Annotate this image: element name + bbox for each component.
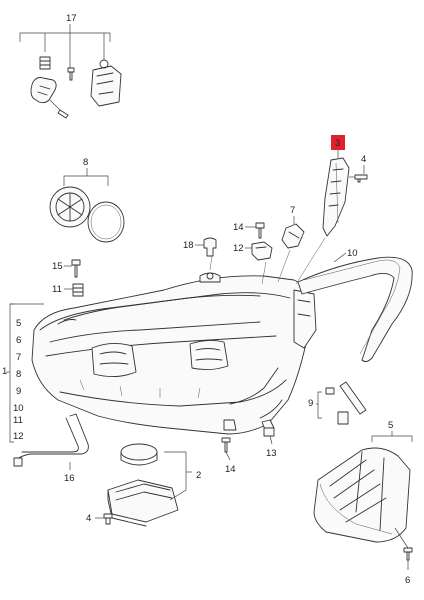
cable-16 [15, 413, 89, 461]
group-17-fasteners: 17 [19, 13, 122, 119]
group-8-cap: 8 [49, 157, 125, 243]
clip-9c [337, 411, 349, 425]
projector-lens-right [189, 339, 229, 371]
nut-12 [251, 241, 273, 261]
callout-8-left: 8 [16, 369, 21, 380]
callout-9-left: 9 [16, 386, 21, 397]
mount-tab-lower [223, 419, 237, 431]
callout-5-right: 5 [388, 420, 393, 431]
led-module-5 [313, 447, 411, 543]
callout-8: 8 [83, 157, 88, 168]
gasket-2 [120, 443, 158, 461]
part-16-cable: 16 [13, 413, 89, 484]
parts-15-11: 15 11 [52, 259, 84, 297]
callout-3-highlight [331, 135, 345, 150]
screw-small [57, 109, 69, 119]
callout-10-left: 10 [13, 403, 24, 414]
callout-2: 2 [196, 470, 201, 481]
callout-9-right: 9 [308, 398, 313, 409]
callout-5-left: 5 [16, 318, 21, 329]
screw-4-bottom [103, 513, 113, 525]
callout-14-bottom: 14 [225, 464, 236, 475]
screw-14-bottom [221, 437, 231, 453]
callout-11-left: 11 [13, 415, 23, 426]
headlight-housing [31, 237, 326, 435]
cap-part [39, 56, 51, 70]
screw-17 [67, 67, 75, 81]
callout-13: 13 [266, 448, 277, 459]
control-unit-2 [107, 479, 179, 523]
plug-18 [203, 237, 217, 257]
callout-3: 3 [335, 138, 340, 149]
callout-15: 15 [52, 261, 63, 272]
clip-13 [263, 427, 275, 437]
housing-rear-side [293, 289, 317, 349]
callout-4-top: 4 [361, 154, 366, 165]
holder-bracket [30, 77, 57, 104]
callout-18: 18 [183, 240, 194, 251]
seal-ring [87, 201, 125, 243]
screw-4-top [354, 174, 368, 183]
callout-6-left: 6 [16, 335, 21, 346]
lamp-module-3 [322, 157, 350, 237]
parts-14-13-lower: 14 13 [221, 427, 277, 475]
left-callout-column: 1 5 6 7 8 9 10 11 12 [2, 303, 44, 443]
callout-11-top: 11 [52, 284, 62, 295]
group-2-ballast: 2 4 [86, 443, 201, 527]
callout-7-top: 7 [290, 205, 295, 216]
callout-12-top: 12 [233, 243, 244, 254]
callout-4-bottom: 4 [86, 513, 91, 524]
screw-15 [71, 259, 81, 278]
callout-6-right: 6 [405, 575, 410, 586]
callout-1: 1 [2, 366, 7, 377]
parts-14-12-18: 14 12 18 [183, 222, 273, 261]
top-mount [199, 272, 221, 283]
cable-connector [13, 457, 23, 467]
projector-lens-left [91, 343, 137, 377]
callout-12-left: 12 [13, 431, 24, 442]
plug-7 [281, 223, 305, 249]
trim-strip-10 [297, 256, 413, 363]
clip-9a [339, 381, 367, 415]
module-bracket [90, 65, 122, 107]
group-5-led-module: 5 6 [313, 420, 413, 586]
screw-14-top [255, 222, 265, 239]
group-9-parts: 9 [308, 381, 367, 425]
part-3-highlighted: 3 4 [322, 135, 368, 237]
screw-6 [403, 547, 413, 561]
callout-10-right: 10 [347, 248, 358, 259]
part-10-trim: 10 [297, 248, 413, 363]
headlight-body [31, 275, 313, 435]
clip-9b [325, 387, 335, 395]
part-7-plug: 7 [281, 205, 305, 249]
callout-7-left: 7 [16, 352, 21, 363]
callout-16: 16 [64, 473, 75, 484]
nut-11 [72, 283, 84, 297]
callout-17: 17 [66, 13, 77, 24]
callout-14-top: 14 [233, 222, 244, 233]
